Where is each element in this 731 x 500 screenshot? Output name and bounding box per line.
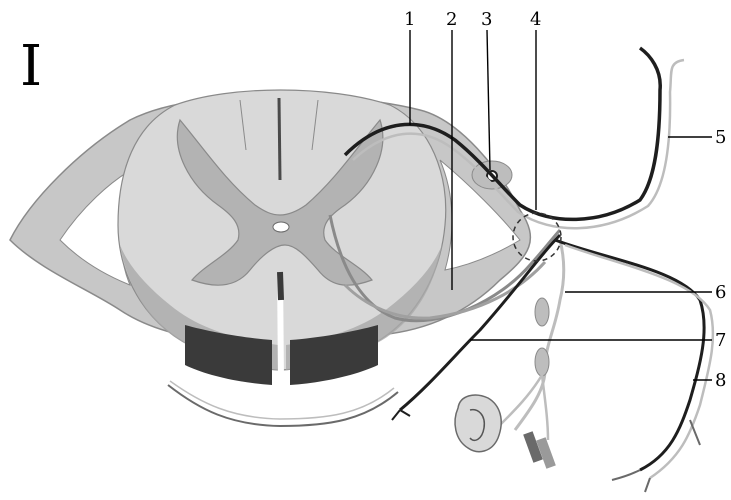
blood-vessel-icon <box>523 431 556 469</box>
lower-left-fiber <box>168 385 398 426</box>
label-5: 5 <box>715 127 726 148</box>
label-8: 8 <box>715 370 726 391</box>
label-1: 1 <box>404 9 415 30</box>
lower-left-fiber-light <box>170 381 394 419</box>
label-7: 7 <box>715 330 726 351</box>
central-canal <box>273 222 289 232</box>
visceral-organ-icon <box>455 395 501 452</box>
sympathetic-ganglion-lower <box>535 348 549 376</box>
label-2: 2 <box>446 9 457 30</box>
peripheral-nerve <box>555 240 713 492</box>
label-6: 6 <box>715 282 726 303</box>
panel-label: I <box>20 34 42 99</box>
sympathetic-ganglion-upper <box>535 298 549 326</box>
label-3: 3 <box>481 9 492 30</box>
label-4: 4 <box>530 9 541 30</box>
leader-line-3 <box>487 30 490 170</box>
